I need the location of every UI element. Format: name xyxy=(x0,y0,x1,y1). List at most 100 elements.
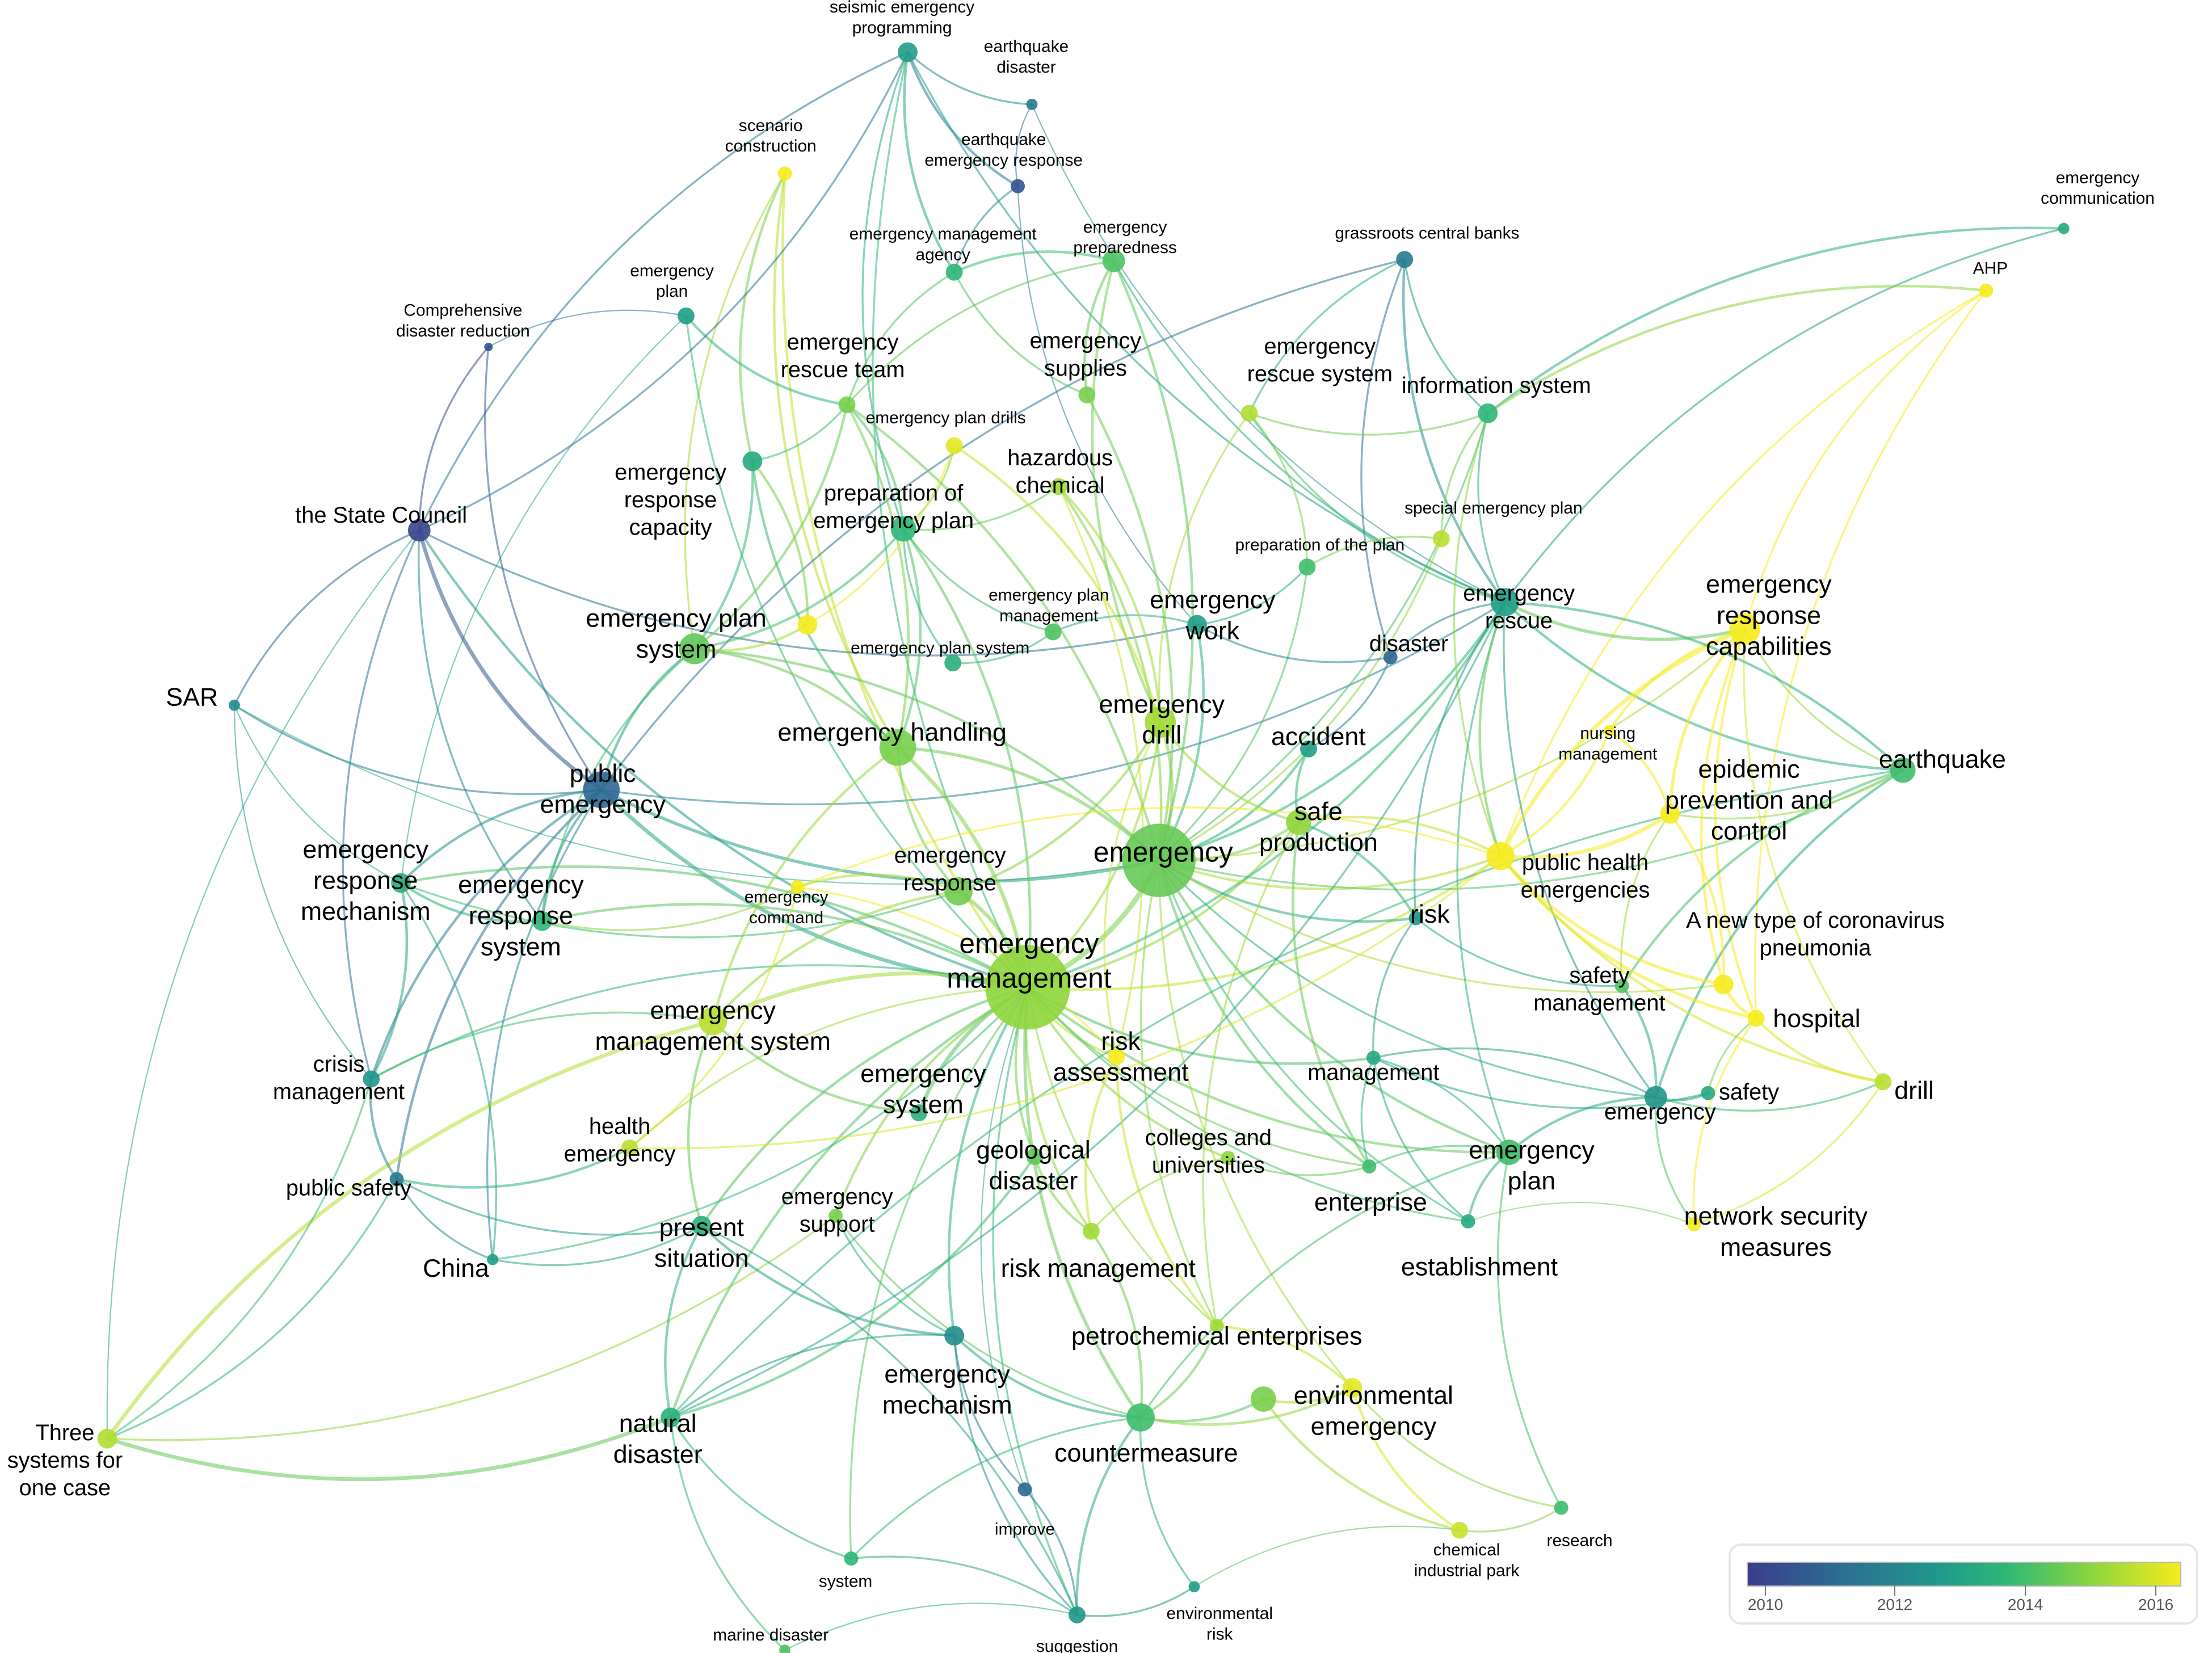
node-emergency[interactable] xyxy=(1122,823,1196,897)
node-crisis[interactable] xyxy=(363,1070,380,1088)
node-prepthe[interactable] xyxy=(1298,558,1316,576)
node-emmgmt[interactable] xyxy=(985,945,1070,1030)
node-emresponse[interactable] xyxy=(944,877,973,906)
node-emrescue[interactable] xyxy=(1490,588,1519,617)
node-emplan2[interactable] xyxy=(1496,1139,1522,1166)
node-hazchem[interactable] xyxy=(1050,478,1067,495)
node-colleges[interactable] xyxy=(1221,1151,1235,1166)
edge-emmgmt-pubhealth xyxy=(1026,855,1502,991)
edge-emergency-emrescue xyxy=(1158,601,1506,862)
node-ems[interactable] xyxy=(699,1007,727,1036)
node-eplansys_big[interactable] xyxy=(679,633,710,664)
node-pubsafety[interactable] xyxy=(389,1172,404,1187)
node-improve[interactable] xyxy=(1017,1482,1032,1497)
edge-emrescue-emplan2 xyxy=(1456,601,1510,1154)
node-erm[interactable] xyxy=(391,873,411,893)
node-prepplan[interactable] xyxy=(890,516,916,542)
node-emsupport[interactable] xyxy=(829,1209,843,1223)
node-hospital[interactable] xyxy=(1747,1010,1765,1027)
node-natural[interactable] xyxy=(661,1407,681,1428)
node-comprehensive[interactable] xyxy=(484,342,493,351)
node-drill_big[interactable] xyxy=(1145,706,1176,738)
node-statecouncil[interactable] xyxy=(407,519,431,542)
node-emprep[interactable] xyxy=(1102,249,1125,272)
edge-erc2-coronavirus xyxy=(1700,628,1746,986)
node-greennode[interactable] xyxy=(1250,1386,1276,1412)
node-emplan1[interactable] xyxy=(678,307,695,325)
edge-countermeasure-petrochem xyxy=(1139,1324,1218,1419)
node-specialplan[interactable] xyxy=(1432,530,1450,548)
node-sar[interactable] xyxy=(228,699,240,711)
node-petrochem[interactable] xyxy=(1209,1318,1224,1333)
node-emsys[interactable] xyxy=(910,1104,928,1121)
colorbar-tick-label: 2014 xyxy=(2007,1596,2043,1613)
node-pubemerg[interactable] xyxy=(583,771,620,809)
node-eqdisaster[interactable] xyxy=(1026,98,1038,110)
node-present[interactable] xyxy=(691,1215,712,1236)
node-emmech[interactable] xyxy=(944,1326,965,1346)
node-handling[interactable] xyxy=(879,729,916,766)
node-riskmgmt[interactable] xyxy=(1082,1222,1100,1240)
node-eplansystem[interactable] xyxy=(944,654,962,672)
node-safetymgmt[interactable] xyxy=(1614,978,1629,993)
node-erc1[interactable] xyxy=(742,451,763,472)
node-erc2[interactable] xyxy=(1729,613,1760,645)
node-infosystem[interactable] xyxy=(1478,403,1498,423)
edge-suggestion-marine xyxy=(784,1602,1078,1651)
node-earthquake[interactable] xyxy=(1890,757,1916,783)
node-pubhealth[interactable] xyxy=(1486,842,1515,870)
node-eqresp[interactable] xyxy=(1011,179,1025,194)
node-ers[interactable] xyxy=(532,911,552,931)
node-supplies[interactable] xyxy=(1078,386,1096,403)
node-geodisaster[interactable] xyxy=(1026,1148,1044,1166)
node-envrisk[interactable] xyxy=(1188,1581,1200,1593)
node-riskassess[interactable] xyxy=(1108,1048,1125,1065)
node-grassroots[interactable] xyxy=(1396,251,1414,268)
node-nursing[interactable] xyxy=(1603,725,1615,737)
edge-emplan2-countermeasure xyxy=(1139,1151,1510,1419)
node-suggestion[interactable] xyxy=(1069,1606,1086,1623)
node-safeprod[interactable] xyxy=(1286,809,1311,835)
node-coronavirus[interactable] xyxy=(1713,974,1734,995)
node-enterprise[interactable] xyxy=(1362,1159,1377,1173)
node-risk1[interactable] xyxy=(1408,911,1423,926)
node-seismic[interactable] xyxy=(898,42,918,62)
node-epidemic[interactable] xyxy=(1660,804,1680,824)
node-research[interactable] xyxy=(1554,1500,1568,1515)
node-scenario[interactable] xyxy=(777,166,792,181)
node-envem[interactable] xyxy=(1342,1378,1362,1398)
node-drill[interactable] xyxy=(1874,1073,1892,1091)
node-rescuesystem[interactable] xyxy=(1240,405,1258,422)
node-three[interactable] xyxy=(97,1428,117,1449)
node-accident[interactable] xyxy=(1300,740,1317,758)
node-emwork[interactable] xyxy=(1187,615,1207,635)
node-ahp[interactable] xyxy=(1979,283,1994,298)
node-countermeasure[interactable] xyxy=(1126,1403,1155,1432)
node-emergency2[interactable] xyxy=(1645,1086,1667,1109)
edge-epidemic-safetymgmt xyxy=(1620,813,1671,987)
node-establishment[interactable] xyxy=(1461,1214,1475,1229)
node-china[interactable] xyxy=(487,1254,499,1265)
node-safety[interactable] xyxy=(1701,1086,1715,1100)
node-management[interactable] xyxy=(1366,1050,1381,1065)
node-healthem[interactable] xyxy=(621,1139,638,1157)
node-eplanmgmt[interactable] xyxy=(1044,623,1062,641)
node-disaster[interactable] xyxy=(1383,650,1398,664)
node-system[interactable] xyxy=(844,1551,859,1566)
node-marine[interactable] xyxy=(779,1644,791,1653)
edge-chempark-envrisk xyxy=(1193,1525,1461,1588)
node-emcomm[interactable] xyxy=(2058,222,2070,234)
node-emcommand[interactable] xyxy=(790,880,805,894)
node-plandrills[interactable] xyxy=(945,437,963,455)
node-chempark[interactable] xyxy=(1451,1521,1469,1539)
node-emagency[interactable] xyxy=(945,263,963,281)
node-netsecurity[interactable] xyxy=(1687,1217,1701,1231)
edge-eplansystem-eplanmgmt xyxy=(952,630,1054,664)
node-rescueteam[interactable] xyxy=(838,396,856,414)
edge-countermeasure-envrisk xyxy=(1139,1416,1196,1588)
node-yellowdot[interactable] xyxy=(797,615,818,635)
